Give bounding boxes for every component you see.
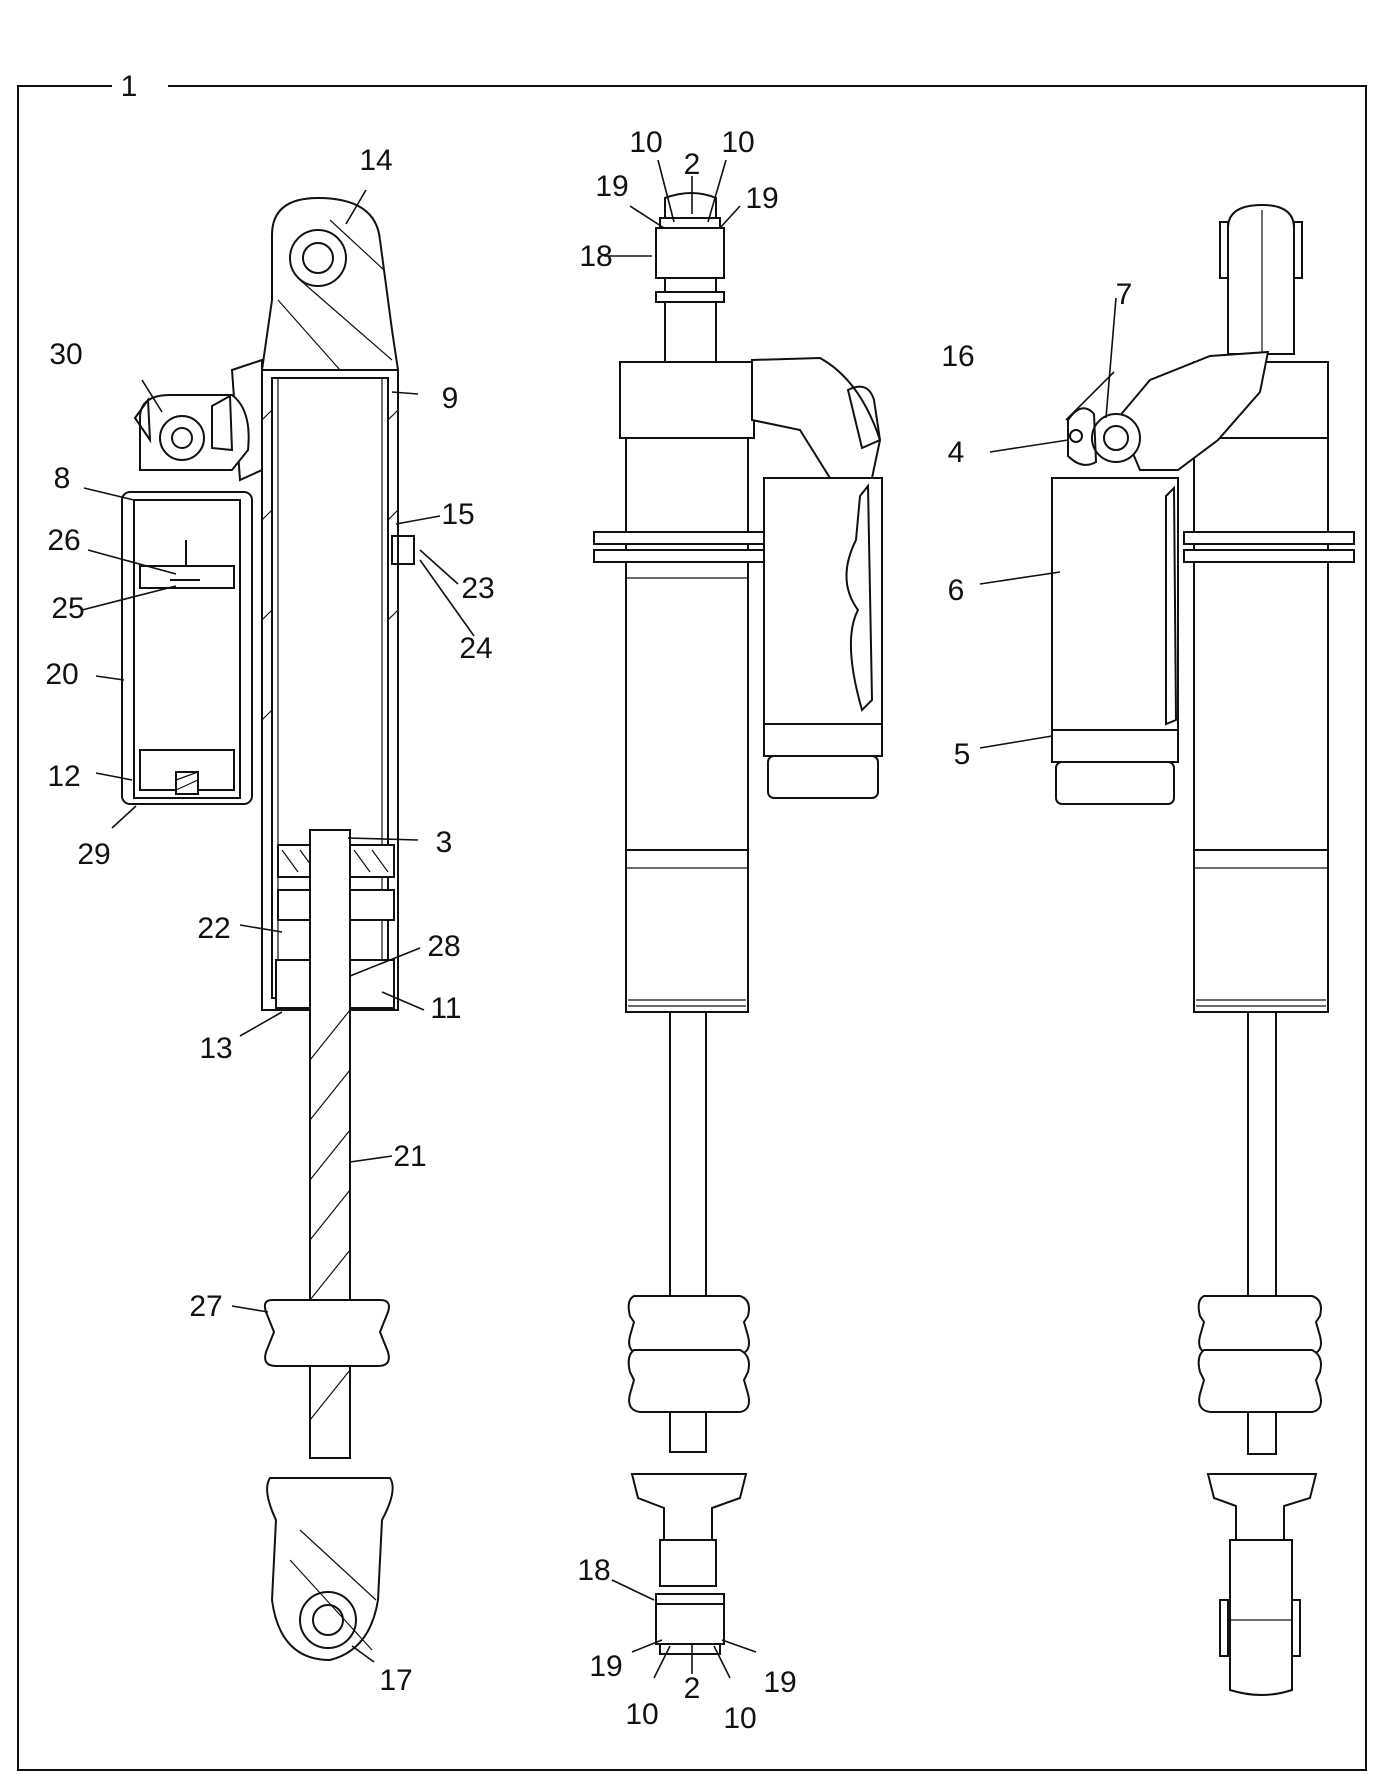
- callout-19-bottom-right: 19: [763, 1666, 796, 1699]
- callout-19-top-right: 19: [745, 182, 778, 215]
- callout-10-top-right: 10: [721, 126, 754, 159]
- callout-2-top: 2: [684, 148, 701, 181]
- callout-17: 17: [379, 1664, 412, 1697]
- callout-18-bottom: 18: [577, 1554, 610, 1587]
- callout-5: 5: [954, 738, 971, 771]
- callout-18-top: 18: [579, 240, 612, 273]
- front-view: [593, 192, 883, 1655]
- callout-10-bottom-right: 10: [723, 1702, 756, 1735]
- leader-lines: [81, 159, 1117, 1679]
- callout-30: 30: [49, 338, 82, 371]
- callout-labels: 14 30 9 8 15 26 23 25 24 20 12 29 3 22 2…: [45, 126, 1132, 1735]
- callout-12: 12: [47, 760, 80, 793]
- callout-3: 3: [436, 826, 453, 859]
- callout-4: 4: [948, 436, 965, 469]
- callout-25: 25: [51, 592, 84, 625]
- callout-13: 13: [199, 1032, 232, 1065]
- callout-7: 7: [1116, 278, 1133, 311]
- callout-2-bottom: 2: [684, 1672, 701, 1705]
- callout-27: 27: [189, 1290, 222, 1323]
- callout-10-bottom-left: 10: [625, 1698, 658, 1731]
- assembly-frame: 1: [17, 70, 1367, 1771]
- callout-16: 16: [941, 340, 974, 373]
- callout-19-top-left: 19: [595, 170, 628, 203]
- callout-11: 11: [430, 992, 461, 1025]
- callout-24: 24: [459, 632, 492, 665]
- callout-22: 22: [197, 912, 230, 945]
- frame-label: 1: [121, 70, 138, 103]
- callout-6: 6: [948, 574, 965, 607]
- callout-23: 23: [461, 572, 494, 605]
- callout-8: 8: [54, 462, 71, 495]
- callout-29: 29: [77, 838, 110, 871]
- callout-9: 9: [442, 382, 459, 415]
- callout-26: 26: [47, 524, 80, 557]
- callout-14: 14: [359, 144, 392, 177]
- callout-21: 21: [393, 1140, 426, 1173]
- callout-20: 20: [45, 658, 78, 691]
- side-view: [1051, 203, 1355, 1696]
- callout-28: 28: [427, 930, 460, 963]
- callout-19-bottom-left: 19: [589, 1650, 622, 1683]
- cross-section-view: [121, 196, 415, 1662]
- callout-10-top-left: 10: [629, 126, 662, 159]
- callout-15: 15: [441, 498, 474, 531]
